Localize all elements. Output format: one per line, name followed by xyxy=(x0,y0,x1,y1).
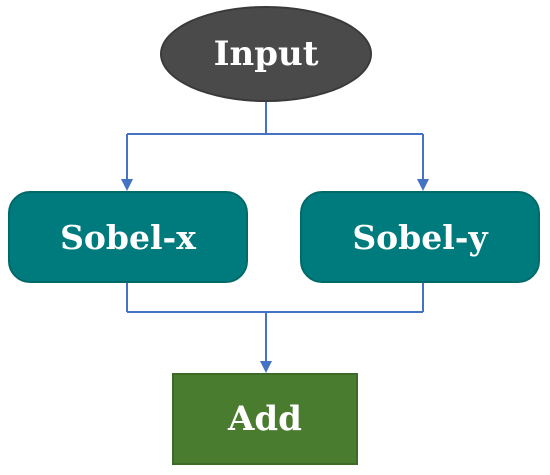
sobel-y-node-label: Sobel-y xyxy=(352,217,488,257)
add-node-label: Add xyxy=(228,399,302,439)
add-node: Add xyxy=(172,373,358,465)
sobel-x-node: Sobel-x xyxy=(8,191,248,283)
input-node: Input xyxy=(160,6,372,102)
sobel-y-node: Sobel-y xyxy=(300,191,540,283)
input-node-label: Input xyxy=(213,34,319,74)
sobel-x-node-label: Sobel-x xyxy=(60,217,196,257)
